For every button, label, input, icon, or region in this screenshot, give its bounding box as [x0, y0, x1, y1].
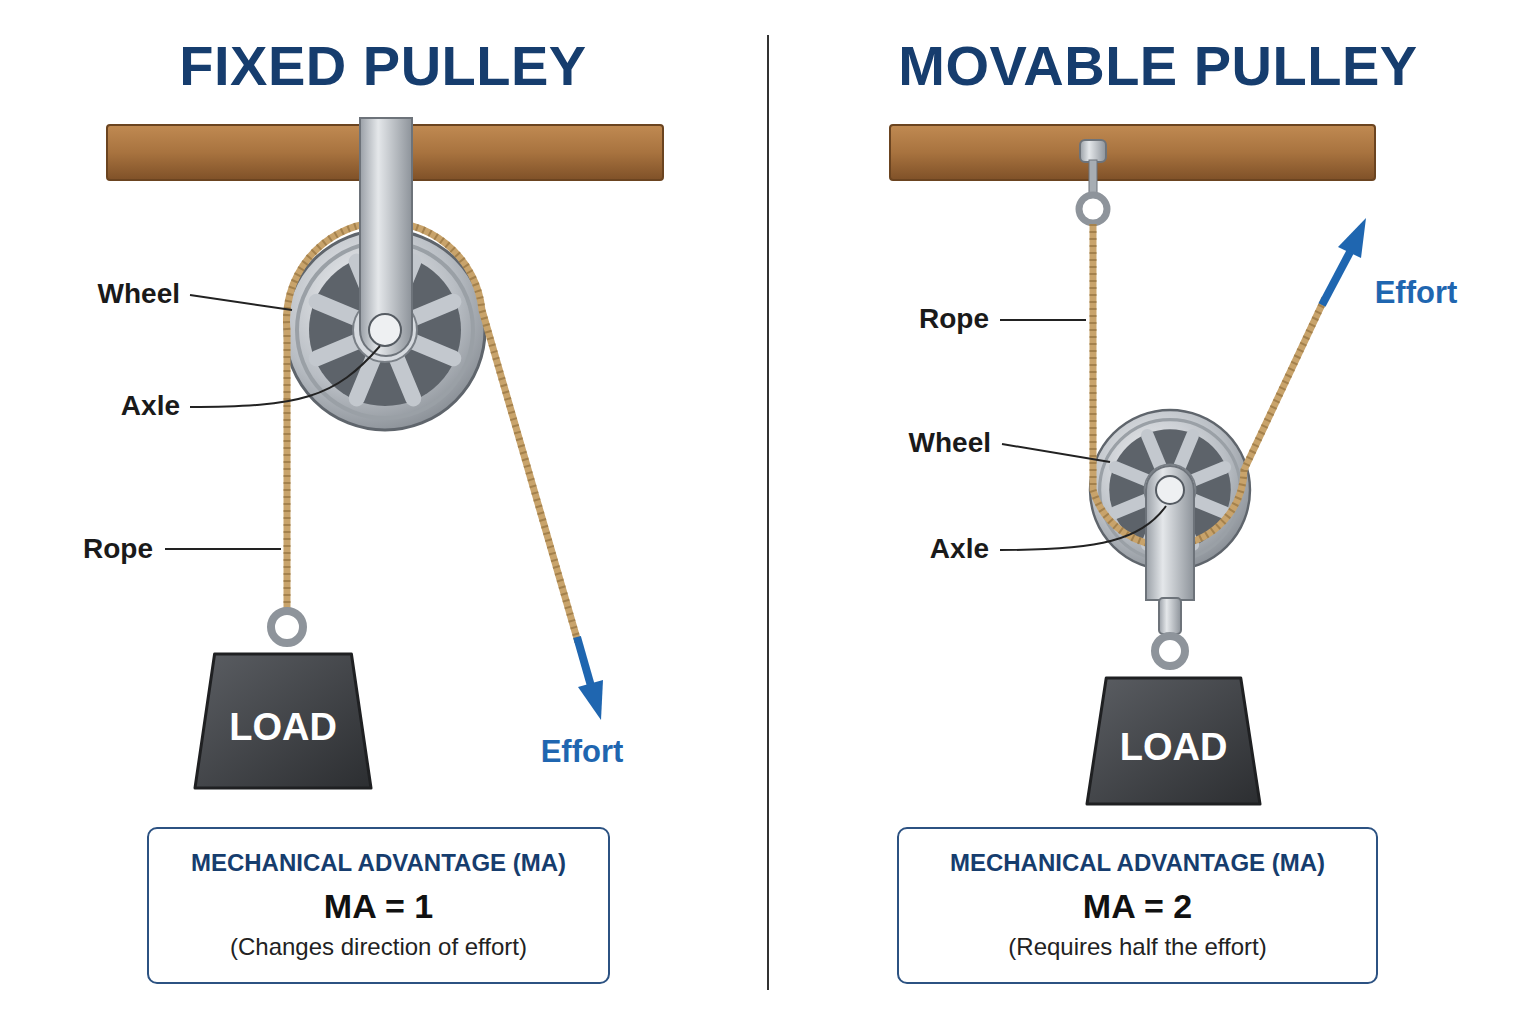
- fixed-pulley: [107, 118, 663, 720]
- box-heading: MECHANICAL ADVANTAGE (MA): [950, 849, 1325, 878]
- load-text: LOAD: [1120, 714, 1228, 769]
- ma-value: MA = 1: [324, 886, 433, 927]
- leader-line: [190, 346, 380, 407]
- rope: [1093, 224, 1325, 546]
- leader-line: [1002, 444, 1110, 462]
- rope: [286, 222, 578, 642]
- axle-bolt: [369, 314, 401, 346]
- weight-shape: [1087, 678, 1260, 804]
- leader-line: [1000, 319, 1086, 321]
- axle-bolt: [1156, 476, 1184, 504]
- ma-value: MA = 2: [1083, 886, 1192, 927]
- leader-line: [165, 295, 380, 549]
- wooden-beam: [890, 125, 1375, 180]
- part-label: Wheel: [909, 427, 991, 459]
- part-label: Wheel: [98, 278, 180, 310]
- anchor-ring: [1079, 195, 1107, 223]
- panel-heading: MOVABLE PULLEY: [898, 34, 1417, 98]
- load-weight: LOAD: [1085, 676, 1262, 806]
- load-weight: LOAD: [193, 652, 373, 790]
- divider-line: [767, 35, 769, 990]
- leader-line: [1000, 320, 1166, 550]
- info-box: MECHANICAL ADVANTAGE (MA) MA = 2 (Requires…: [897, 827, 1378, 984]
- part-label: Axle: [930, 533, 989, 565]
- effort-arrow: [1322, 252, 1350, 305]
- effort-label: Effort: [1375, 275, 1458, 311]
- leader-line: [1000, 506, 1166, 550]
- box-heading: MECHANICAL ADVANTAGE (MA): [191, 849, 566, 878]
- anchor-bolt: [1080, 140, 1106, 162]
- pulley-bracket: [360, 118, 412, 356]
- movable-pulley: [890, 125, 1375, 666]
- weight-shape: [195, 654, 371, 788]
- part-label: Rope: [83, 533, 153, 565]
- part-label: Axle: [121, 390, 180, 422]
- load-ring: [271, 611, 303, 643]
- effort-arrow: [577, 637, 591, 686]
- box-note: (Changes direction of effort): [230, 933, 527, 962]
- leader-line: [190, 295, 292, 310]
- panel-heading: FIXED PULLEY: [179, 34, 586, 98]
- effort-arrow: [577, 637, 603, 720]
- pulley-block: [1146, 466, 1194, 600]
- part-label: Rope: [919, 303, 989, 335]
- effort-label: Effort: [541, 734, 624, 770]
- pulley-block: [1159, 598, 1181, 634]
- info-box: MECHANICAL ADVANTAGE (MA) MA = 1 (Changes …: [147, 827, 610, 984]
- rope: [1093, 224, 1325, 546]
- rope: [1093, 224, 1325, 546]
- effort-arrow: [1338, 218, 1366, 258]
- leader-line: [165, 548, 281, 550]
- effort-arrow: [1322, 218, 1366, 305]
- effort-arrow: [578, 680, 603, 720]
- anchor-bolt: [1089, 160, 1097, 194]
- load-text: LOAD: [229, 694, 337, 749]
- load-ring: [1155, 636, 1185, 666]
- rope: [286, 222, 578, 642]
- rope: [286, 222, 578, 642]
- box-note: (Requires half the effort): [1008, 933, 1266, 962]
